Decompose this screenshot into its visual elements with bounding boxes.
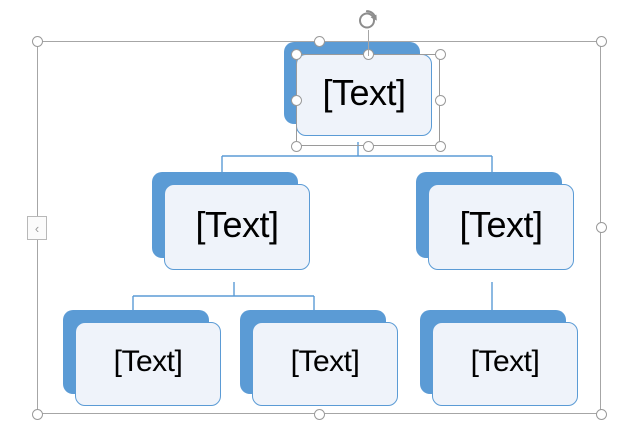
resize-handle-middle-right[interactable] <box>596 222 607 233</box>
node-label: [Text] <box>195 204 279 245</box>
node-label: [Text] <box>322 72 406 113</box>
shape-handle-bottom-left[interactable] <box>291 141 302 152</box>
shape-handle-bottom-right[interactable] <box>435 141 446 152</box>
smartart-node-root[interactable]: [Text] <box>284 42 432 136</box>
node-label: [Text] <box>113 345 183 378</box>
shape-handle-top-left[interactable] <box>291 49 302 60</box>
node-front-plate: [Text] <box>432 322 578 406</box>
node-front-plate: [Text] <box>164 184 310 270</box>
resize-handle-top-right[interactable] <box>596 36 607 47</box>
rotation-handle-stem <box>368 30 369 56</box>
node-label: [Text] <box>459 204 543 245</box>
node-front-plate: [Text] <box>296 54 432 136</box>
rotate-icon <box>359 10 377 29</box>
node-front-plate: [Text] <box>428 184 574 270</box>
smartart-node-level2-left[interactable]: [Text] <box>152 172 310 270</box>
node-label: [Text] <box>290 345 360 378</box>
rotation-handle-icon[interactable] <box>356 8 380 32</box>
smartart-node-level3-right[interactable]: [Text] <box>420 310 578 406</box>
shape-handle-bottom-center[interactable] <box>363 141 374 152</box>
text-pane-toggle[interactable]: ‹ <box>27 216 47 240</box>
shape-handle-middle-right[interactable] <box>435 95 446 106</box>
resize-handle-top-center[interactable] <box>314 36 325 47</box>
smartart-node-level3-middle[interactable]: [Text] <box>240 310 398 406</box>
shape-selection-frame[interactable] <box>291 49 446 152</box>
resize-handle-bottom-center[interactable] <box>314 409 325 420</box>
smartart-node-level2-right[interactable]: [Text] <box>416 172 574 270</box>
shape-handle-middle-left[interactable] <box>291 95 302 106</box>
resize-handle-bottom-left[interactable] <box>32 409 43 420</box>
chevron-left-icon: ‹ <box>34 220 40 236</box>
resize-handle-bottom-right[interactable] <box>596 409 607 420</box>
resize-handle-top-left[interactable] <box>32 36 43 47</box>
node-front-plate: [Text] <box>252 322 398 406</box>
node-front-plate: [Text] <box>75 322 221 406</box>
shape-handle-top-right[interactable] <box>435 49 446 60</box>
smartart-node-level3-left[interactable]: [Text] <box>63 310 221 406</box>
node-label: [Text] <box>470 345 540 378</box>
